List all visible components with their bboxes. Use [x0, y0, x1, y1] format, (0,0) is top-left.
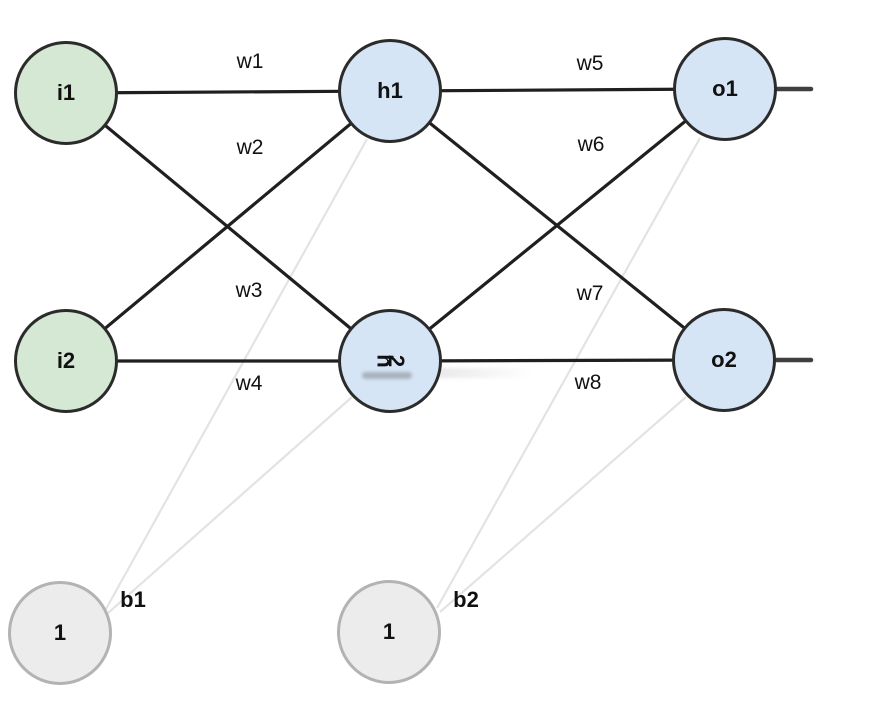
edge-w7-h1-o2: [388, 89, 726, 362]
node-h1-label: h1: [377, 78, 403, 103]
edge-w8-h2-o2: [389, 358, 725, 363]
bias-label-b1: b1: [120, 587, 146, 612]
node-h2: h2: [338, 309, 442, 413]
weight-label-w7: w7: [576, 282, 604, 305]
weight-label-w5: w5: [576, 52, 604, 75]
render-artifact-smear: [414, 368, 534, 378]
node-h1: h1: [338, 39, 442, 143]
node-o1-label: o1: [712, 76, 738, 101]
weight-label-w2: w2: [236, 136, 264, 159]
node-b1: 1: [8, 581, 112, 685]
node-b1-label: 1: [53, 620, 67, 645]
edge-b2-o1: [436, 137, 701, 609]
node-i2: i2: [14, 309, 118, 413]
node-o2: o2: [672, 308, 776, 412]
node-b2-label: 1: [382, 619, 396, 644]
node-i1: i1: [14, 41, 118, 145]
node-i2-label: i2: [56, 348, 76, 373]
weight-label-w4: w4: [235, 372, 263, 395]
weight-label-w3: w3: [235, 279, 263, 302]
edge-b1-h1: [105, 138, 368, 610]
edge-w1-i1-h1: [65, 89, 391, 95]
render-artifact-smear-h2: [362, 372, 412, 379]
node-h2-label: h2: [372, 354, 409, 368]
weight-label-w8: w8: [574, 371, 602, 394]
edge-b1-h2: [107, 396, 353, 614]
edge-b2-o2: [439, 396, 687, 613]
edge-w5-h1-o1: [389, 87, 726, 93]
bias-label-b2: b2: [453, 587, 479, 612]
weight-label-w6: w6: [577, 133, 605, 156]
node-o2-label: o2: [711, 347, 737, 372]
weight-label-w1: w1: [236, 50, 264, 73]
node-b2: 1: [337, 580, 441, 684]
node-i1-label: i1: [56, 80, 76, 105]
node-o1: o1: [673, 37, 777, 141]
edge-w3-i1-h2: [64, 91, 392, 363]
